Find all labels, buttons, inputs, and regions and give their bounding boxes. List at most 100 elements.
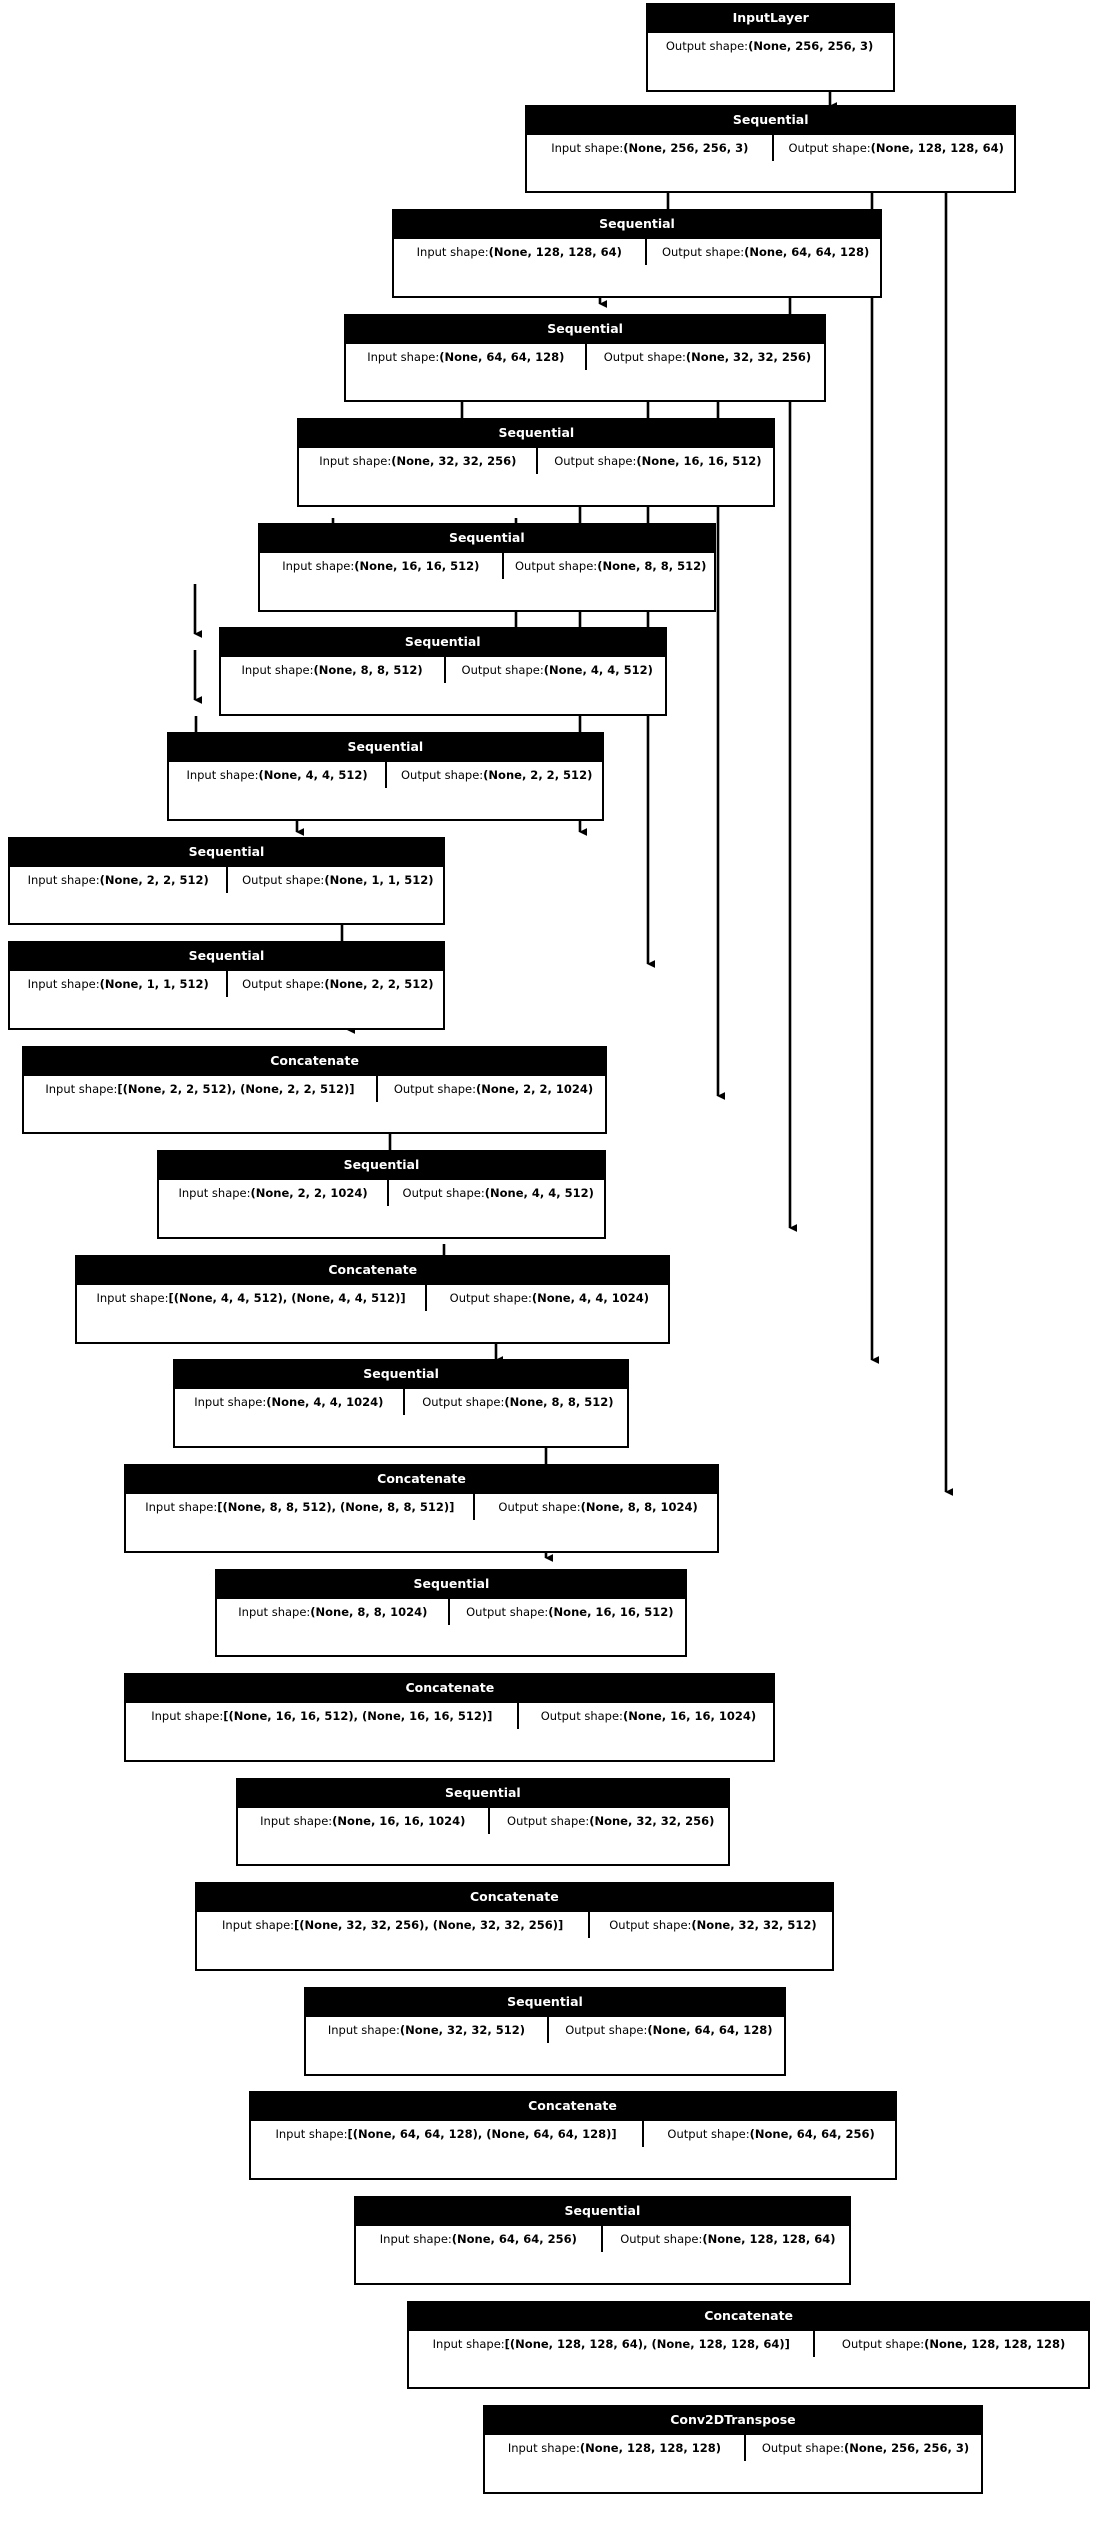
node-input-shape: Input shape: (None, 128, 128, 64) <box>394 239 647 266</box>
output-shape-label: Output shape: <box>422 1395 505 1410</box>
node-title: Sequential <box>237 1779 728 1806</box>
input-shape-value: (None, 4, 4, 1024) <box>266 1395 384 1410</box>
input-shape-value: (None, 32, 32, 256) <box>391 454 517 469</box>
node-output-shape: Output shape: (None, 4, 4, 512) <box>446 657 665 683</box>
node-title: Sequential <box>9 838 444 865</box>
node-title: Concatenate <box>24 1047 606 1074</box>
output-shape-label: Output shape: <box>665 39 749 54</box>
node-input-shape: Input shape: [(None, 2, 2, 512), (None, … <box>24 1075 378 1102</box>
node-input-shape: Input shape: (None, 4, 4, 512) <box>169 761 388 788</box>
node-title: Sequential <box>9 943 444 970</box>
output-shape-label: Output shape: <box>466 1604 549 1619</box>
output-shape-value: (None, 8, 8, 512) <box>597 558 707 573</box>
output-shape-value: (None, 1, 1, 512) <box>324 872 434 887</box>
node-shape-row: Input shape: (None, 16, 16, 512) Output s… <box>259 550 714 579</box>
node-output-shape: Output shape: (None, 128, 128, 64) <box>603 2226 849 2252</box>
node-input-shape: Input shape: (None, 4, 4, 1024) <box>175 1389 405 1416</box>
node-title: Sequential <box>299 420 774 447</box>
output-shape-value: (None, 16, 16, 1024) <box>622 1709 757 1724</box>
input-shape-label: Input shape: <box>551 140 624 155</box>
input-shape-label: Input shape: <box>178 1186 251 1201</box>
input-shape-label: Input shape: <box>275 2127 348 2142</box>
node-input-shape: Input shape: (None, 256, 256, 3) <box>527 134 775 161</box>
node-shape-row: Input shape: (None, 4, 4, 512)Output sha… <box>168 759 602 788</box>
node-input-shape: Input shape: (None, 32, 32, 512) <box>306 2016 550 2043</box>
node-output-shape: Output shape: (None, 256, 256, 3) <box>648 33 890 59</box>
node-output-shape: Output shape: (None, 128, 128, 128) <box>815 2331 1088 2357</box>
input-shape-label: Input shape: <box>27 872 100 887</box>
node-shape-row: Input shape: [(None, 64, 64, 128), (None… <box>250 2119 895 2148</box>
node-shape-row: Input shape: (None, 2, 2, 1024) Output sh… <box>159 1178 604 1207</box>
input-shape-value: (None, 256, 256, 3) <box>623 140 749 155</box>
node-input-shape: Input shape: (None, 8, 8, 512) <box>221 657 446 684</box>
output-shape-label: Output shape: <box>667 2127 750 2142</box>
input-shape-label: Input shape: <box>194 1395 267 1410</box>
input-shape-label: Input shape: <box>145 1499 218 1514</box>
node-output-shape: Output shape: (None, 2, 2, 512) <box>387 762 602 788</box>
output-shape-value: (None, 128, 128, 128) <box>924 2336 1066 2351</box>
input-shape-label: Input shape: <box>27 977 100 992</box>
node-title: Concatenate <box>126 1465 717 1492</box>
node-output-shape: Output shape: (None, 32, 32, 256) <box>587 344 824 370</box>
node-output-shape: Output shape: (None, 4, 4, 512) <box>389 1180 604 1206</box>
node-input-shape: Input shape: (None, 1, 1, 512) <box>10 971 229 998</box>
node-title: Sequential <box>346 315 824 342</box>
output-shape-label: Output shape: <box>761 2441 844 2456</box>
node-output-shape: Output shape: (None, 32, 32, 512) <box>590 1912 831 1938</box>
node-title: Concatenate <box>126 1675 774 1702</box>
input-shape-value: (None, 64, 64, 256) <box>451 2231 577 2246</box>
output-shape-value: (None, 8, 8, 1024) <box>580 1499 698 1514</box>
node-input-shape: Input shape: [(None, 16, 16, 512), (None… <box>126 1703 520 1730</box>
node-shape-row: Input shape: (None, 2, 2, 512)Output sha… <box>9 864 444 893</box>
input-shape-value: [(None, 4, 4, 512), (None, 4, 4, 512)] <box>168 1290 406 1305</box>
output-shape-label: Output shape: <box>609 1918 692 1933</box>
node-shape-row: Input shape: (None, 16, 16, 1024)Output … <box>237 1805 728 1834</box>
input-shape-value: (None, 2, 2, 1024) <box>250 1186 368 1201</box>
output-shape-value: (None, 2, 2, 1024) <box>476 1081 594 1096</box>
output-shape-value: (None, 128, 128, 64) <box>870 140 1004 155</box>
input-shape-value: (None, 32, 32, 512) <box>399 2022 526 2037</box>
output-shape-value: (None, 4, 4, 512) <box>484 1186 594 1201</box>
output-shape-value: (None, 4, 4, 1024) <box>531 1290 649 1305</box>
output-shape-value: (None, 256, 256, 3) <box>748 39 874 54</box>
output-shape-value: (None, 64, 64, 256) <box>749 2127 875 2142</box>
node-title: Sequential <box>305 1988 785 2015</box>
node-output-shape: Output shape: (None, 64, 64, 128) <box>549 2017 784 2043</box>
output-shape-label: Output shape: <box>620 2231 703 2246</box>
node-shape-row: Input shape: (None, 128, 128, 64) Output … <box>393 237 881 266</box>
output-shape-label: Output shape: <box>661 245 745 260</box>
node-title: Concatenate <box>250 2093 895 2120</box>
node-output-shape: Output shape: (None, 8, 8, 512) <box>405 1389 627 1415</box>
output-shape-value: (None, 16, 16, 512) <box>548 1604 674 1619</box>
node-title: Sequential <box>217 1570 686 1597</box>
output-shape-value: (None, 8, 8, 512) <box>504 1395 614 1410</box>
input-shape-value: [(None, 32, 32, 256), (None, 32, 32, 256… <box>294 1918 564 1933</box>
node-input-shape: Input shape: (None, 32, 32, 256) <box>299 448 539 475</box>
node-output-shape: Output shape: (None, 16, 16, 512) <box>538 448 773 474</box>
node-shape-row: Input shape: [(None, 8, 8, 512), (None, … <box>126 1491 717 1520</box>
input-shape-value: (None, 16, 16, 512) <box>354 558 480 573</box>
node-title: Sequential <box>220 629 665 656</box>
node-title: InputLayer <box>648 5 893 32</box>
node-shape-row: Input shape: (None, 32, 32, 512)Output s… <box>305 2014 785 2043</box>
node-shape-row: Input shape: [(None, 16, 16, 512), (None… <box>126 1701 774 1730</box>
node-output-shape: Output shape: (None, 8, 8, 512) <box>504 553 714 579</box>
output-shape-label: Output shape: <box>540 1709 623 1724</box>
input-shape-label: Input shape: <box>222 1918 295 1933</box>
input-shape-value: (None, 8, 8, 512) <box>313 663 423 678</box>
input-shape-label: Input shape: <box>282 558 355 573</box>
node-output-shape: Output shape: (None, 1, 1, 512) <box>228 867 443 893</box>
